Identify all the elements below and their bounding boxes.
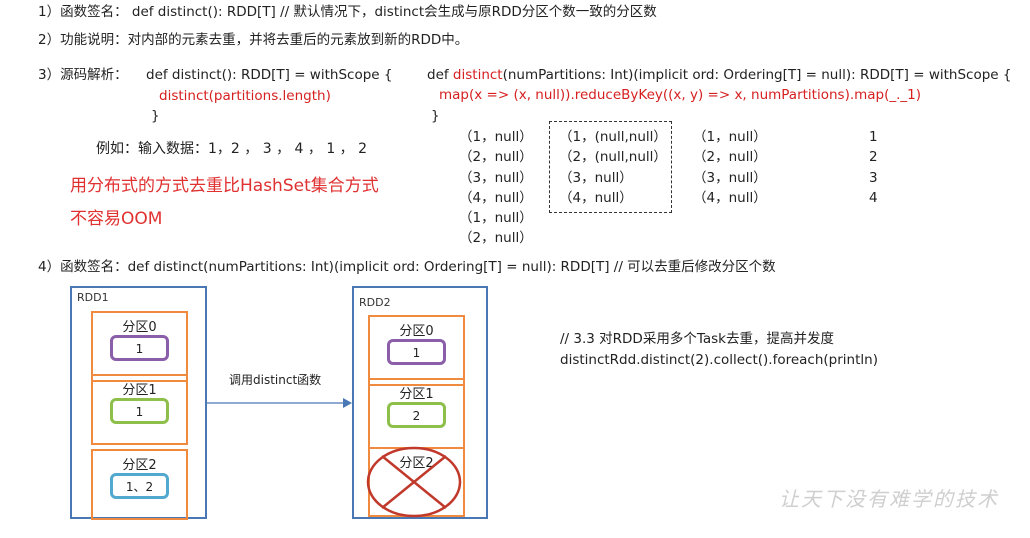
source-right-line1: def distinct(numPartitions: Int)(implici… bbox=[427, 66, 1011, 84]
partition-value: 2 bbox=[387, 402, 446, 428]
signature-line-1: 1）函数签名： def distinct(): RDD[T] // 默认情况下，… bbox=[38, 4, 657, 20]
note-line-1: 用分布式的方式去重比HashSet集合方式 bbox=[70, 176, 379, 196]
rdd1-partition-0: 分区0 1 bbox=[91, 311, 188, 382]
rdd2-label: RDD2 bbox=[359, 296, 391, 309]
code-comment: // 3.3 对RDD采用多个Task去重，提高并发度 bbox=[560, 331, 834, 347]
arrow-label: 调用distinct函数 bbox=[229, 373, 322, 387]
partition-label: 分区1 bbox=[399, 387, 434, 402]
list-item: 3 bbox=[869, 169, 878, 186]
cross-icon bbox=[366, 446, 462, 518]
list-item: 1 bbox=[869, 129, 878, 145]
column-mapped-pairs: （1，null） （2，null） （3，null） （4，null） bbox=[693, 127, 767, 208]
list-item: （2，null） bbox=[459, 230, 533, 247]
list-item: （1，null） bbox=[459, 129, 533, 145]
list-item: 2 bbox=[869, 149, 878, 166]
code-line: distinctRdd.distinct(2).collect().foreac… bbox=[560, 352, 878, 368]
column-results: 1 2 3 4 bbox=[869, 127, 878, 208]
list-item: （4，null） bbox=[459, 189, 533, 206]
partition-value: 1、2 bbox=[110, 473, 169, 499]
partition-value: 1 bbox=[110, 398, 169, 424]
rdd2-box: RDD2 分区0 1 分区1 2 分区2 bbox=[352, 286, 488, 519]
example-text: 例如：输入数据：1，2 ， 3 ， 4 ， 1 ， 2 bbox=[96, 141, 368, 157]
list-item: （2，null） bbox=[693, 149, 767, 166]
def-name: distinct bbox=[452, 67, 503, 83]
list-item: （4，null） bbox=[559, 189, 633, 206]
source-label: 3）源码解析： bbox=[38, 67, 128, 83]
list-item: （1，null） bbox=[693, 129, 767, 145]
source-left-line3: } bbox=[151, 108, 160, 124]
rdd1-box: RDD1 分区0 1 分区1 1 分区2 1、2 bbox=[70, 286, 207, 520]
list-item: （4，null） bbox=[693, 189, 767, 206]
note-line-2: 不容易OOM bbox=[70, 209, 163, 229]
list-item: （3，null） bbox=[693, 169, 767, 186]
list-item: （1，(null,null） bbox=[559, 129, 667, 145]
list-item: （1，null） bbox=[459, 210, 533, 227]
partition-label: 分区0 bbox=[399, 324, 434, 339]
reduced-dashed-box bbox=[549, 121, 672, 213]
def-signature: (numPartitions: Int)(implicit ord: Order… bbox=[502, 67, 1012, 83]
rdd1-label: RDD1 bbox=[77, 291, 109, 304]
partition-value: 1 bbox=[110, 335, 169, 361]
list-item: （3，null） bbox=[559, 169, 633, 186]
list-item: 4 bbox=[869, 189, 878, 206]
column-input-pairs: （1，null） （2，null） （3，null） （4，null） （1，n… bbox=[459, 127, 533, 249]
description-line: 2）功能说明：对内部的元素去重，并将去重后的元素放到新的RDD中。 bbox=[38, 32, 469, 48]
partition-value: 1 bbox=[387, 339, 446, 365]
rdd1-partition-1: 分区1 1 bbox=[91, 374, 188, 445]
rdd1-partition-2: 分区2 1、2 bbox=[91, 449, 188, 520]
signature-line-4: 4）函数签名：def distinct(numPartitions: Int)(… bbox=[38, 259, 776, 275]
source-left-line2: distinct(partitions.length) bbox=[159, 88, 331, 104]
source-right-body: map(x => (x, null)).reduceByKey((x, y) =… bbox=[439, 87, 922, 103]
list-item: （2，(null,null） bbox=[559, 149, 667, 166]
column-reduced-pairs: （1，(null,null） （2，(null,null） （3，null） （… bbox=[559, 127, 667, 208]
arrow-icon bbox=[207, 398, 352, 408]
source-left-line1: def distinct(): RDD[T] = withScope { bbox=[146, 67, 393, 83]
def-keyword: def bbox=[427, 67, 453, 83]
rdd2-partition-0: 分区0 1 bbox=[368, 315, 465, 386]
rdd2-partition-1: 分区1 2 bbox=[368, 378, 465, 449]
partition-label: 分区0 bbox=[122, 320, 157, 335]
watermark: 让天下没有难学的技术 bbox=[779, 487, 999, 511]
partition-label: 分区2 bbox=[399, 456, 434, 471]
list-item: （3，null） bbox=[459, 169, 533, 186]
partition-label: 分区2 bbox=[122, 458, 157, 473]
partition-label: 分区1 bbox=[122, 383, 157, 398]
list-item: （2，null） bbox=[459, 149, 533, 166]
source-right-close: } bbox=[431, 108, 440, 124]
